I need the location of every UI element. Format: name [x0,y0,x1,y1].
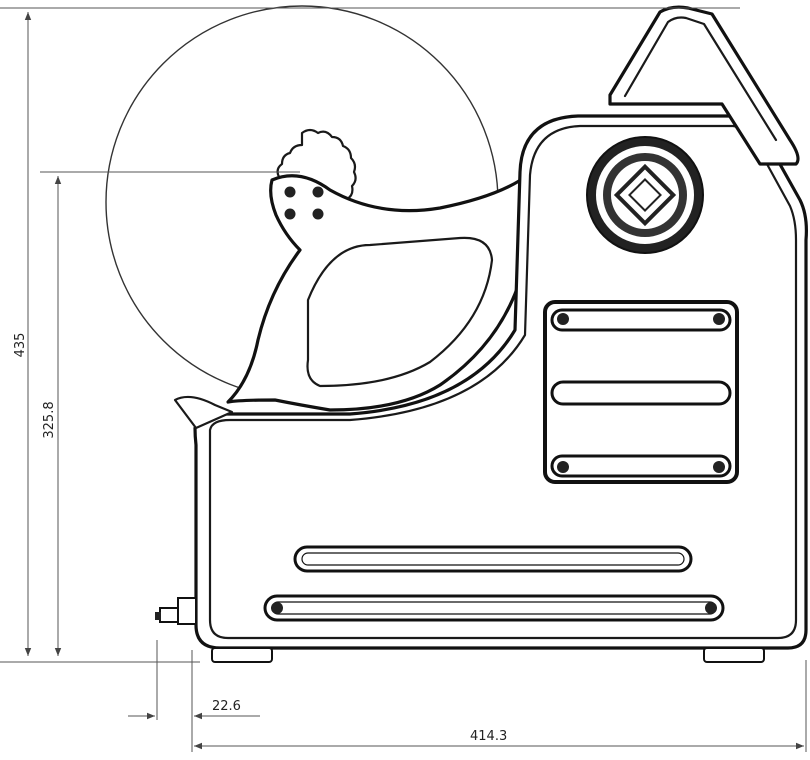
overall-height-label: 435 [13,333,28,358]
display-module [608,5,800,166]
overall-width-label: 414.3 [470,729,507,744]
front-connector [155,597,197,625]
dimension-overall-width: 414.3 [194,660,807,752]
hub-bolt-4 [312,208,324,220]
vent-slot-upper [293,545,693,573]
hub-bolt-3 [284,208,296,220]
hub-bolt-2 [312,186,324,198]
roll-support-arm [226,173,532,412]
dimension-front-offset: 22.6 [128,640,260,752]
fan-icon [586,136,704,254]
vent-slot-lower [263,594,725,622]
side-access-panel [543,300,739,484]
dimension-reel-height: 325.8 [40,171,300,656]
hub-bolt-1 [284,186,296,198]
front-offset-label: 22.6 [212,699,241,714]
dimension-overall-height: 435 [0,7,740,663]
foot-left [211,647,273,663]
foot-right [703,647,765,663]
reel-height-label: 325.8 [42,401,57,438]
